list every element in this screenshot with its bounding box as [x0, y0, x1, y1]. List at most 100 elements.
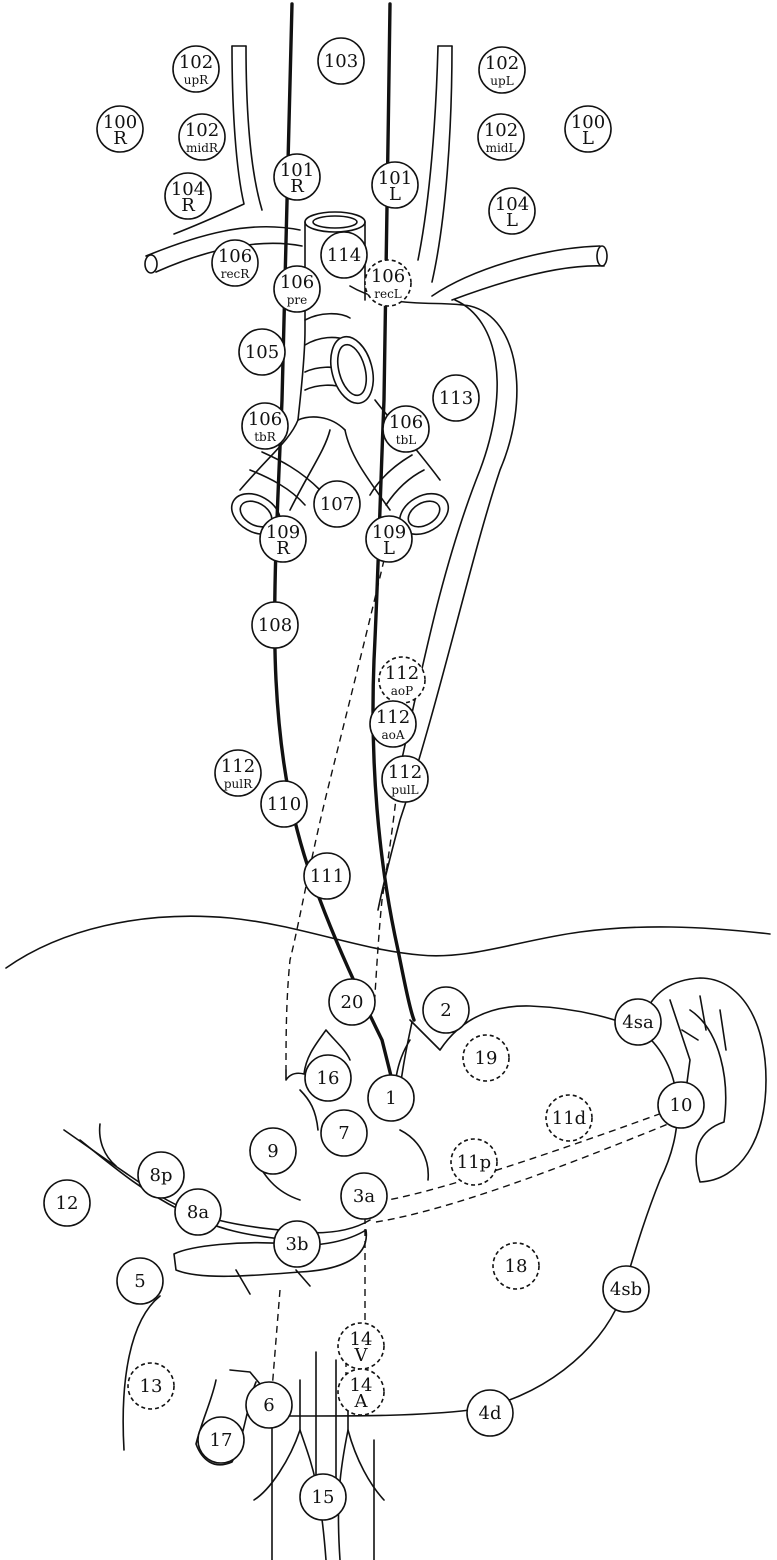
node-suffix: recL — [374, 287, 402, 301]
node-circle — [364, 259, 412, 307]
node-suffix: R — [276, 538, 290, 559]
node-number: 106 — [248, 409, 282, 430]
node-circle — [657, 1081, 705, 1129]
node-circle — [245, 1381, 293, 1429]
node-circle — [249, 1127, 297, 1175]
node-label: 9 — [267, 1141, 278, 1162]
node-suffix: upL — [490, 74, 513, 88]
node-circle — [303, 852, 351, 900]
node-circle — [96, 105, 144, 153]
node-circle — [545, 1094, 593, 1142]
node-label: 3b — [286, 1234, 309, 1255]
trachea — [297, 211, 375, 421]
node-suffix: midL — [486, 141, 517, 155]
node-number: 100 — [571, 112, 605, 133]
node-number: 104 — [495, 194, 529, 215]
node-105: 105 — [238, 328, 286, 376]
node-label: 20 — [341, 992, 364, 1013]
node-circle — [340, 1172, 388, 1220]
node-10: 10 — [657, 1081, 705, 1129]
node-circle — [488, 187, 536, 235]
node-4sb: 4sb — [602, 1265, 650, 1313]
node-suffix: R — [290, 176, 304, 197]
node-suffix: midR — [186, 141, 219, 155]
node-12: 12 — [43, 1179, 91, 1227]
node-label: 4sa — [622, 1012, 654, 1033]
node-label: 19 — [475, 1048, 498, 1069]
node-14-a: 14A — [337, 1368, 385, 1416]
node-110: 110 — [260, 780, 308, 828]
node-label: 111 — [310, 866, 344, 887]
node-circle — [337, 1368, 385, 1416]
node-circle — [172, 45, 220, 93]
node-circle — [178, 113, 226, 161]
node-label: 15 — [312, 1487, 335, 1508]
node-label: 5 — [134, 1271, 145, 1292]
node-114: 114 — [320, 231, 368, 279]
node-label: 8a — [187, 1202, 209, 1223]
node-6: 6 — [245, 1381, 293, 1429]
node-circle — [260, 780, 308, 828]
node-suffix: R — [113, 128, 127, 149]
node-2: 2 — [422, 986, 470, 1034]
node-suffix: L — [582, 128, 594, 149]
node-circle — [367, 1074, 415, 1122]
node-circle — [214, 749, 262, 797]
node-circle — [381, 755, 429, 803]
node-14-v: 14V — [337, 1322, 385, 1370]
node-circle — [304, 1054, 352, 1102]
node-7: 7 — [320, 1109, 368, 1157]
node-circle — [320, 1109, 368, 1157]
node-suffix: L — [383, 538, 395, 559]
node-circle — [492, 1242, 540, 1290]
node-number: 100 — [103, 112, 137, 133]
diaphragm — [5, 915, 771, 969]
node-113: 113 — [432, 374, 480, 422]
node-circle — [564, 105, 612, 153]
node-suffix: pre — [287, 293, 308, 307]
node-number: 109 — [266, 522, 300, 543]
node-19: 19 — [462, 1034, 510, 1082]
node-circle — [43, 1179, 91, 1227]
node-circle — [466, 1389, 514, 1437]
node-4sa: 4sa — [614, 998, 662, 1046]
node-label: 110 — [267, 794, 301, 815]
node-11d: 11d — [545, 1094, 593, 1142]
node-circle — [127, 1362, 175, 1410]
node-suffix: recR — [221, 267, 251, 281]
node-circle — [164, 172, 212, 220]
node-label: 11p — [457, 1152, 491, 1173]
node-8a: 8a — [174, 1188, 222, 1236]
node-circle — [299, 1473, 347, 1521]
node-107: 107 — [313, 480, 361, 528]
node-label: 3a — [353, 1186, 375, 1207]
node-suffix: pulR — [224, 777, 253, 791]
node-circle — [450, 1138, 498, 1186]
node-13: 13 — [127, 1362, 175, 1410]
node-label: 7 — [338, 1123, 349, 1144]
node-circle — [477, 113, 525, 161]
node-label: 17 — [210, 1430, 233, 1451]
node-8p: 8p — [137, 1151, 185, 1199]
node-circle — [273, 265, 321, 313]
node-label: 11d — [552, 1108, 586, 1129]
node-suffix: pulL — [391, 783, 418, 797]
node-number: 102 — [484, 120, 518, 141]
node-suffix: A — [354, 1391, 369, 1412]
node-3a: 3a — [340, 1172, 388, 1220]
node-label: 107 — [320, 494, 354, 515]
node-circle — [174, 1188, 222, 1236]
